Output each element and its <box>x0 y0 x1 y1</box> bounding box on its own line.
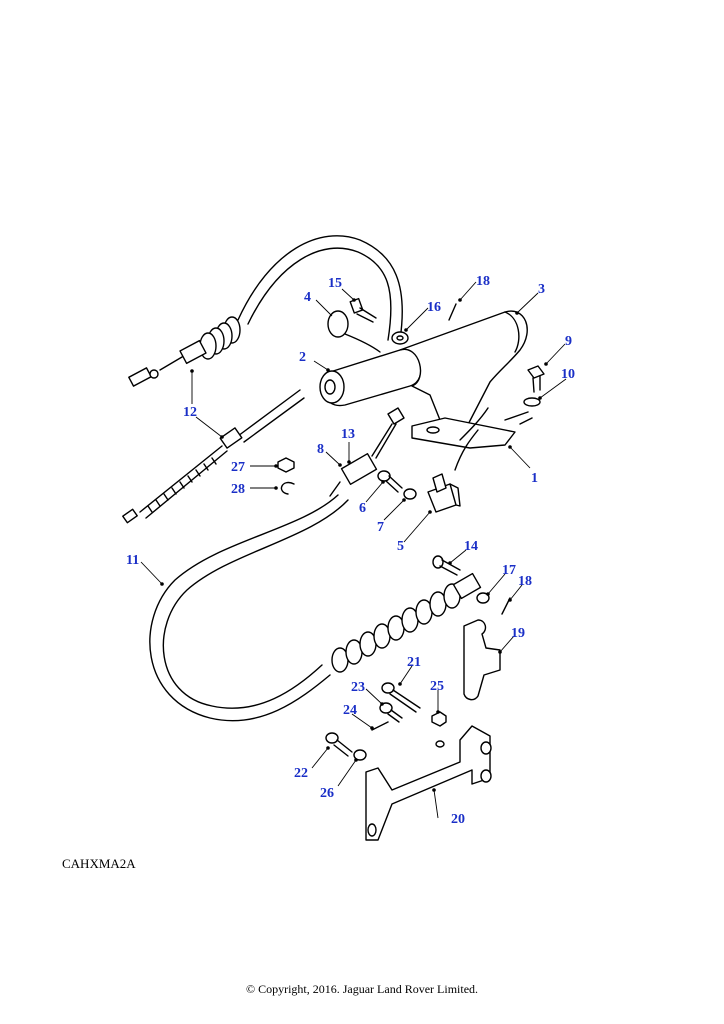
callout-2[interactable]: 2 <box>299 350 306 365</box>
bolt-22 <box>325 732 353 757</box>
callout-16[interactable]: 16 <box>427 300 441 315</box>
nut-27 <box>277 457 295 473</box>
callout-14[interactable]: 14 <box>464 539 478 554</box>
callout-5[interactable]: 5 <box>397 539 404 554</box>
callout-22[interactable]: 22 <box>294 766 308 781</box>
callout-27[interactable]: 27 <box>231 460 245 475</box>
washer-26 <box>353 749 367 761</box>
callout-21[interactable]: 21 <box>407 655 421 670</box>
nut-25 <box>431 711 447 727</box>
callout-24[interactable]: 24 <box>343 703 357 718</box>
callout-26[interactable]: 26 <box>320 786 334 801</box>
bracket-20 <box>365 725 492 841</box>
diagram-reference-code: CAHXMA2A <box>62 856 136 871</box>
copyright-notice: © Copyright, 2016. Jaguar Land Rover Lim… <box>245 982 479 996</box>
bolt-15 <box>349 297 377 323</box>
callout-13[interactable]: 13 <box>341 427 355 442</box>
clip-28 <box>280 481 295 495</box>
main-cable <box>149 494 482 722</box>
bolt-9 <box>527 365 545 393</box>
upper-cable <box>128 235 403 387</box>
callout-18-upper[interactable]: 18 <box>476 274 490 289</box>
callout-10[interactable]: 10 <box>561 367 575 382</box>
callout-12[interactable]: 12 <box>183 405 197 420</box>
callout-7[interactable]: 7 <box>377 520 384 535</box>
callouts: 1 2 3 4 5 6 7 8 9 10 11 12 13 14 15 16 1… <box>126 274 575 827</box>
bolt-23 <box>379 702 403 723</box>
callout-11[interactable]: 11 <box>126 553 139 568</box>
lever-19 <box>463 619 501 701</box>
handbrake-lever <box>319 310 528 471</box>
washer-7 <box>403 488 417 500</box>
callout-9[interactable]: 9 <box>565 334 572 349</box>
switch-5 <box>427 473 461 513</box>
callout-18-lower[interactable]: 18 <box>518 574 532 589</box>
adjuster-8 <box>329 407 405 497</box>
washer-17 <box>476 592 490 604</box>
washer-10 <box>523 397 541 407</box>
callout-19[interactable]: 19 <box>511 626 525 641</box>
grommet <box>327 310 349 338</box>
pin-18-upper <box>448 303 457 321</box>
pin-24 <box>371 721 389 731</box>
callout-8[interactable]: 8 <box>317 442 324 457</box>
lower-cable <box>122 389 305 524</box>
callout-1[interactable]: 1 <box>531 471 538 486</box>
washer-16 <box>391 331 409 345</box>
pin-14 <box>432 555 461 576</box>
callout-25[interactable]: 25 <box>430 679 444 694</box>
callout-17[interactable]: 17 <box>502 563 516 578</box>
callout-6[interactable]: 6 <box>359 501 366 516</box>
callout-23[interactable]: 23 <box>351 680 365 695</box>
leader-lines <box>140 281 567 819</box>
callout-28[interactable]: 28 <box>231 482 245 497</box>
callout-3[interactable]: 3 <box>538 282 545 297</box>
callout-15[interactable]: 15 <box>328 276 342 291</box>
callout-20[interactable]: 20 <box>451 812 465 827</box>
callout-4[interactable]: 4 <box>304 290 311 305</box>
bolt-21 <box>381 682 421 713</box>
